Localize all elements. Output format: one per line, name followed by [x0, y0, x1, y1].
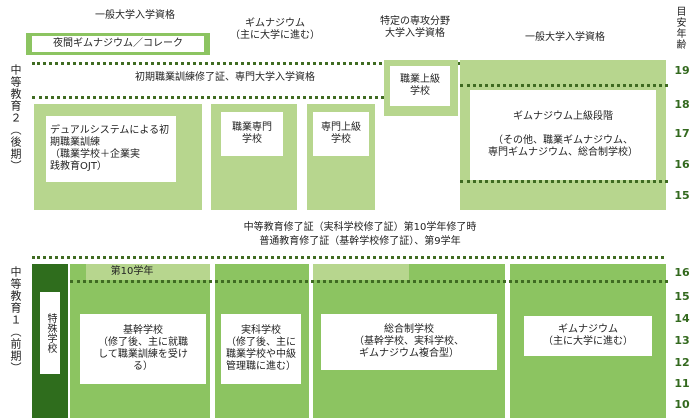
divider-lower-grade10 — [70, 280, 668, 283]
technical-upper-box: 専門上級 学校 — [307, 104, 375, 210]
age-13: 13 — [674, 334, 690, 347]
age-15-upper: 15 — [674, 189, 690, 202]
special-school-box: 特殊学校 — [32, 264, 68, 418]
age-axis-label: 目安年齢 — [674, 6, 685, 50]
age-11: 11 — [674, 377, 690, 390]
vocational-cert-line: 初期職業訓練修了証、専門大学入学資格 — [135, 72, 315, 83]
general-entrance-label: 一般大学入学資格 — [95, 10, 175, 21]
vocational-upper-label: 職業上級 学校 — [390, 66, 450, 106]
dual-system-box: デュアルシステムによる初 期職業訓練 （職業学校＋企業実 践教育OJT） — [34, 104, 202, 210]
grade10-band — [86, 264, 210, 280]
night-gymnasium-label: 夜間ギムナジウム／コレーク — [32, 36, 204, 52]
technical-upper-label: 専門上級 学校 — [313, 112, 369, 156]
divider-upper-mid — [32, 96, 384, 99]
age-19: 19 — [674, 64, 690, 77]
divider-upper-gym-top — [460, 84, 668, 87]
gymnasium-upper-box: ギムナジウム上級段階 （その他、職業ギムナジウム、 専門ギムナジウム、総合制学校… — [460, 60, 666, 210]
age-15-lower: 15 — [674, 290, 690, 303]
upper-secondary-side-label: 中等教育２（後期） — [9, 64, 22, 172]
vocational-special-label: 職業専門 学校 — [221, 112, 283, 156]
night-gymnasium-box: 夜間ギムナジウム／コレーク — [26, 33, 210, 55]
gymnasium-lower-label: ギムナジウム （主に大学に進む） — [524, 316, 652, 356]
age-14: 14 — [674, 312, 690, 325]
specific-field-entrance-label: 特定の専攻分野 大学入学資格 — [380, 16, 450, 39]
vocational-special-box: 職業専門 学校 — [211, 104, 297, 210]
realschule-box: 実科学校 （修了後、主に 職業学校や中級 管理職に進む） — [215, 264, 309, 418]
age-12: 12 — [674, 356, 690, 369]
hauptschule-label: 基幹学校 （修了後、主に就職 して職業訓練を受け る） — [80, 314, 206, 384]
grade10-label: 第10学年 — [110, 266, 154, 277]
general-entrance-right-label: 一般大学入学資格 — [525, 32, 605, 43]
age-10: 10 — [674, 398, 690, 411]
age-16-upper: 16 — [674, 158, 690, 171]
divider-upper-top — [32, 62, 664, 65]
realschule-label: 実科学校 （修了後、主に 職業学校や中級 管理職に進む） — [221, 314, 301, 384]
age-18: 18 — [674, 98, 690, 111]
hauptschule-box: 第10学年 基幹学校 （修了後、主に就職 して職業訓練を受け る） — [70, 264, 210, 418]
middle-cert-line2: 普通教育修了証（基幹学校修了証）、第9学年 — [259, 236, 461, 247]
middle-cert-line1: 中等教育修了証（実科学校修了証）第10学年修了時 — [243, 222, 477, 233]
gymnasium-lower-box: ギムナジウム （主に大学に進む） — [510, 264, 666, 418]
gesamtschule-grade10-band — [313, 264, 409, 280]
age-16-lower: 16 — [674, 266, 690, 279]
divider-lower-top — [32, 256, 664, 259]
special-school-label: 特殊学校 — [40, 292, 60, 374]
gymnasium-upper-label: ギムナジウム上級段階 （その他、職業ギムナジウム、 専門ギムナジウム、総合制学校… — [470, 90, 656, 180]
divider-upper-gym-bottom — [460, 180, 668, 183]
gymnasium-top-label: ギムナジウム （主に大学に進む） — [230, 18, 320, 41]
gesamtschule-label: 総合制学校 （基幹学校、実科学校、 ギムナジウム複合型） — [321, 314, 497, 370]
dual-system-label: デュアルシステムによる初 期職業訓練 （職業学校＋企業実 践教育OJT） — [46, 116, 176, 182]
lower-secondary-side-label: 中等教育１（前期） — [9, 266, 22, 374]
gesamtschule-box: 総合制学校 （基幹学校、実科学校、 ギムナジウム複合型） — [313, 264, 505, 418]
vocational-upper-box: 職業上級 学校 — [384, 60, 458, 116]
age-17: 17 — [674, 127, 690, 140]
